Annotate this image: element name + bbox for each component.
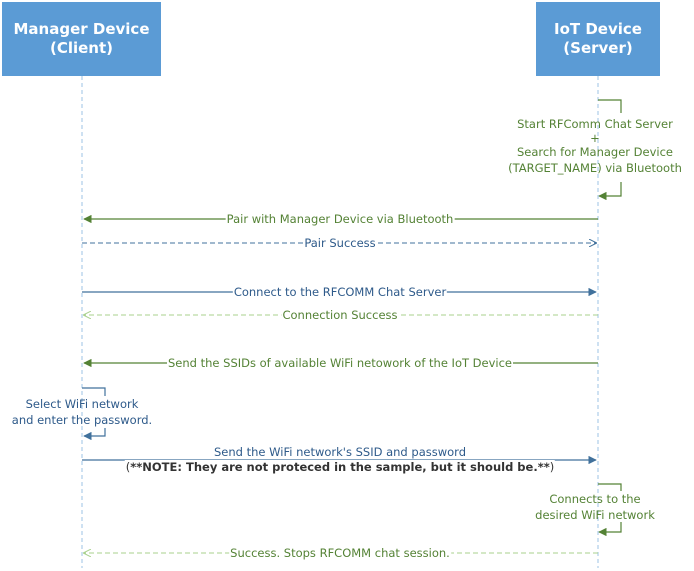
security-note-close: ) (549, 460, 555, 474)
send-credentials-label: Send the WiFi network's SSID and passwor… (213, 445, 467, 459)
connect-label: Connect to the RFCOMM Chat Server (232, 285, 448, 299)
client-title: Manager Device (13, 20, 150, 38)
security-note-bold: **NOTE: They are not proteced in the sam… (130, 460, 550, 474)
server-note-line: desired WiFi network (535, 508, 655, 522)
server-note-line: Connects to the (549, 492, 641, 506)
server-note-start: Start RFComm Chat Server + Search for Ma… (500, 116, 690, 176)
client-participant: Manager Device (Client) (2, 2, 161, 76)
server-note-line: Search for Manager Device (516, 145, 674, 159)
client-note-line: and enter the password. (11, 413, 153, 427)
client-note-line: Select WiFi network (25, 397, 139, 411)
send-ssids-label: Send the SSIDs of available WiFi netowor… (167, 356, 513, 370)
connection-success-label: Connection Success (281, 308, 399, 322)
server-note-line: + (590, 131, 600, 145)
server-note-line: (TARGET_NAME) via Bluetooth (508, 161, 682, 175)
security-note: (**NOTE: They are not proteced in the sa… (124, 460, 556, 474)
server-participant: IoT Device (Server) (536, 2, 660, 76)
server-note-line: Start RFComm Chat Server (517, 117, 673, 131)
server-title: IoT Device (554, 20, 642, 38)
server-self-loop-1 (598, 99, 622, 196)
pair-label: Pair with Manager Device via Bluetooth (225, 212, 455, 226)
pair-success-label: Pair Success (303, 236, 377, 250)
server-self-loop-2 (598, 483, 622, 532)
client-role: (Client) (49, 39, 114, 57)
security-note-open: ( (125, 460, 131, 474)
server-role: (Server) (563, 39, 633, 57)
server-note-connect: Connects to the desired WiFi network (520, 491, 670, 523)
client-self-loop (82, 387, 106, 436)
client-note: Select WiFi network and enter the passwo… (2, 396, 162, 428)
success-stop-label: Success. Stops RFCOMM chat session. (229, 546, 451, 560)
